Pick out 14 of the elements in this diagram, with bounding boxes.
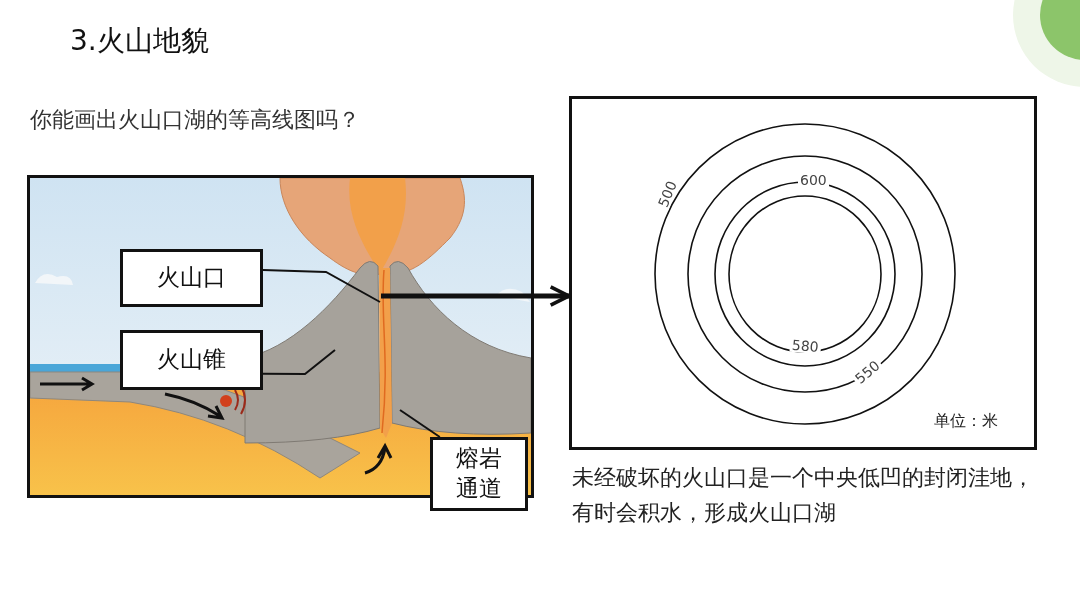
page-title: 3.火山地貌 [70, 23, 209, 59]
arrow [381, 285, 571, 307]
leader-line [262, 349, 336, 375]
label-box: 火山口 [120, 249, 263, 307]
label-box: 熔岩通道 [430, 437, 528, 511]
contour-label: 580 [789, 337, 822, 355]
contour-label: 600 [798, 173, 829, 187]
label-box: 火山锥 [120, 330, 263, 390]
leader-line [262, 268, 381, 303]
contour-map-panel [569, 96, 1037, 450]
unit-note: 单位：米 [932, 413, 1000, 429]
leader-line [399, 409, 441, 438]
question-text: 你能画出火山口湖的等高线图吗？ [30, 106, 361, 134]
explanation-text: 未经破坏的火山口是一个中央低凹的封闭洼地，有时会积水，形成火山口湖 [572, 464, 1035, 528]
